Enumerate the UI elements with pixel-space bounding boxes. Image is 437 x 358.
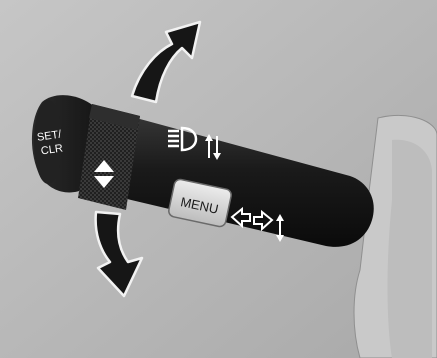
- housing-shadow: [388, 140, 433, 358]
